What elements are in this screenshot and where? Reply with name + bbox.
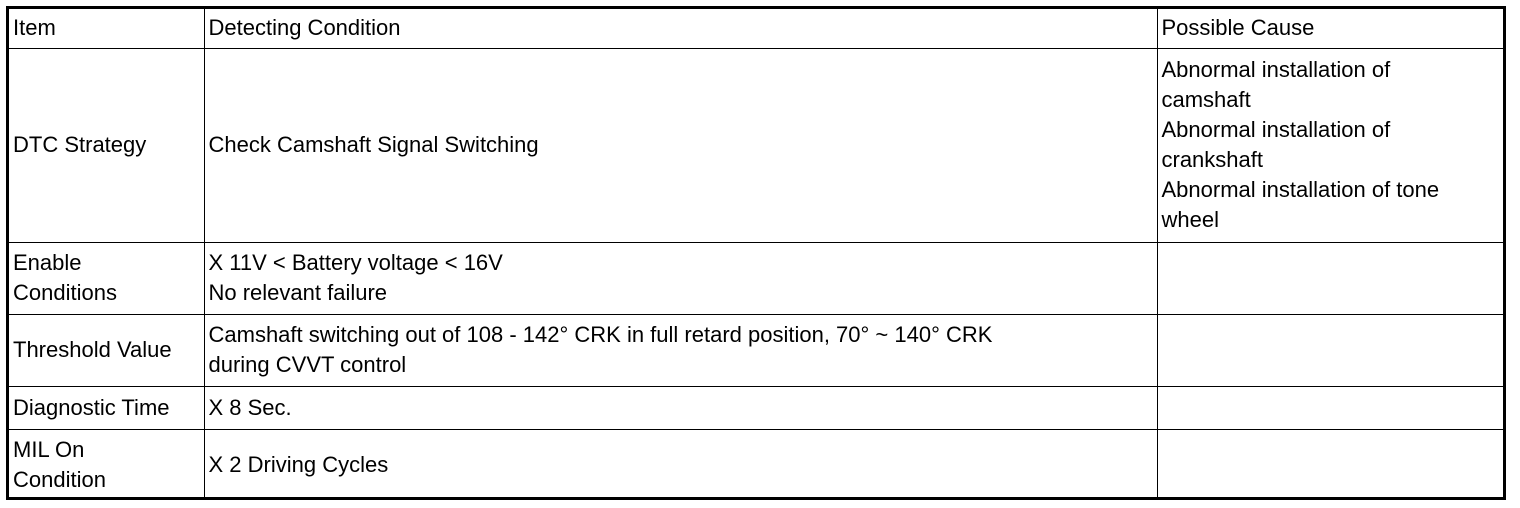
cause-text: Abnormal installation of (1161, 117, 1391, 142)
item-cell: Enable Conditions (9, 241, 205, 315)
item-text: Enable (13, 250, 82, 275)
cause-text: camshaft (1161, 87, 1251, 112)
condition-cell: Check Camshaft Signal Switching (203, 47, 1158, 243)
item-text: Diagnostic Time (13, 394, 170, 420)
condition-cell: X 11V < Battery voltage < 16V No relevan… (203, 241, 1158, 315)
cause-text: Abnormal installation of tone (1161, 177, 1440, 202)
condition-cell: X 8 Sec. (203, 385, 1158, 430)
table-header-row: Item Detecting Condition Possible Cause (9, 9, 1503, 49)
header-possible-cause: Possible Cause (1156, 9, 1503, 49)
table-row-enable-conditions: Enable Conditions X 11V < Battery voltag… (9, 241, 1503, 315)
table-row-threshold-value: Threshold Value Camshaft switching out o… (9, 313, 1503, 387)
cause-cell (1156, 241, 1503, 315)
condition-text: Check Camshaft Signal Switching (208, 132, 539, 157)
table-row-mil-on-condition: MIL On Condition X 2 Driving Cycles (9, 428, 1503, 500)
dtc-table: Item Detecting Condition Possible Cause … (9, 9, 1503, 500)
condition-cell: Camshaft switching out of 108 - 142° CRK… (203, 313, 1158, 387)
table-row-dtc-strategy: DTC Strategy Check Camshaft Signal Switc… (9, 47, 1503, 243)
item-text: Condition (13, 466, 106, 492)
condition-text: Camshaft switching out of 108 - 142° CRK… (208, 322, 993, 347)
dtc-table-frame: Item Detecting Condition Possible Cause … (6, 6, 1506, 500)
condition-text: X 11V < Battery voltage < 16V (208, 250, 503, 275)
item-cell: MIL On Condition (9, 428, 205, 500)
cause-text: wheel (1161, 207, 1219, 232)
condition-text: X 8 Sec. (208, 394, 292, 420)
condition-cell: X 2 Driving Cycles (203, 428, 1158, 500)
item-text: Threshold Value (13, 337, 172, 362)
cause-cell (1156, 313, 1503, 387)
header-detecting-condition: Detecting Condition (203, 9, 1158, 49)
condition-text: X 2 Driving Cycles (208, 451, 389, 477)
item-text: MIL On (13, 436, 85, 462)
item-cell: Threshold Value (9, 313, 205, 387)
table-row-diagnostic-time: Diagnostic Time X 8 Sec. (9, 385, 1503, 430)
cause-cell: Abnormal installation of camshaft Abnorm… (1156, 47, 1503, 243)
item-cell: DTC Strategy (9, 47, 205, 243)
cause-text: crankshaft (1161, 147, 1264, 172)
item-text: DTC Strategy (13, 132, 147, 157)
condition-text: No relevant failure (208, 280, 388, 305)
item-cell: Diagnostic Time (9, 385, 205, 430)
cause-text: Abnormal installation of (1161, 57, 1391, 82)
item-text: Conditions (13, 280, 117, 305)
cause-cell (1156, 385, 1503, 430)
cause-cell (1156, 428, 1503, 500)
condition-text: during CVVT control (208, 352, 407, 377)
header-item: Item (9, 9, 205, 49)
